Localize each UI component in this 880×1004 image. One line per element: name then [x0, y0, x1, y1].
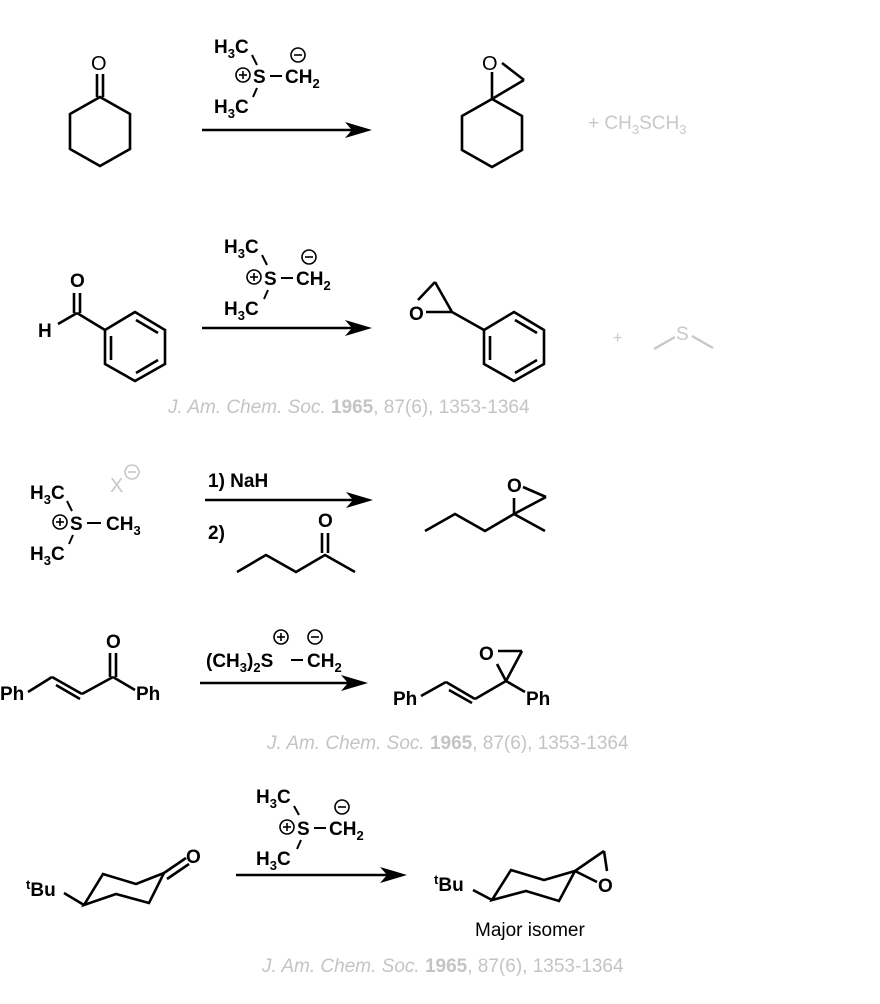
svg-text:H3C: H3C: [224, 237, 259, 261]
svg-text:H3C: H3C: [256, 787, 291, 811]
svg-text:O: O: [507, 476, 522, 497]
citation: J. Am. Chem. Soc. 1965, 87(6), 1353-1364: [167, 397, 530, 418]
epoxide-product: O: [424, 476, 547, 533]
svg-text:H3C: H3C: [224, 299, 259, 323]
svg-text:S: S: [264, 269, 277, 290]
spiro-epoxide-product: O: [460, 53, 525, 169]
svg-text:H3C: H3C: [256, 849, 291, 873]
svg-text:CH2: CH2: [285, 67, 320, 91]
svg-text:Ph: Ph: [0, 684, 24, 705]
tert-butylcyclohexanone-structure: tBu O: [26, 847, 201, 908]
svg-text:H3C: H3C: [30, 544, 65, 568]
oxygen-label: O: [91, 53, 107, 75]
reaction-3: H3C S CH3 H3C X 1) NaH 2) O O: [30, 464, 547, 574]
sulfur-ylide-reagent: H3C S CH2 H3C: [214, 37, 320, 121]
svg-text:S: S: [70, 514, 83, 535]
svg-text:O: O: [409, 304, 424, 325]
svg-text:O: O: [318, 511, 333, 532]
condition-step-1: 1) NaH: [208, 471, 268, 492]
reaction-2: O H H3C S CH2 H3C O: [38, 237, 714, 418]
svg-text:CH3: CH3: [106, 514, 141, 538]
svg-text:O: O: [70, 271, 85, 292]
svg-text:S: S: [676, 324, 689, 345]
styrene-oxide-product: O: [409, 281, 546, 383]
svg-text:Ph: Ph: [526, 689, 550, 710]
svg-text:CH2: CH2: [329, 819, 364, 843]
byproduct-dimethyl-sulfide: + S: [613, 324, 714, 351]
pentanone-structure: O: [236, 511, 356, 574]
cyclohexanone-structure: O: [68, 53, 132, 168]
svg-text:tBu: tBu: [26, 877, 56, 901]
svg-text:(CH3)2S: (CH3)2S: [206, 651, 273, 675]
ylide-reagent: (CH3)2S CH2: [206, 629, 342, 675]
svg-text:O: O: [106, 632, 121, 653]
condition-step-2: 2): [208, 523, 225, 544]
reaction-arrow: [202, 122, 372, 138]
reaction-5: tBu O H3C S CH2 H3C tBu: [26, 787, 624, 977]
svg-text:H3C: H3C: [30, 483, 65, 507]
reaction-arrow: [236, 867, 407, 883]
svg-text:tBu: tBu: [434, 872, 464, 896]
svg-text:O: O: [598, 876, 613, 897]
citation: J. Am. Chem. Soc. 1965, 87(6), 1353-1364: [261, 956, 624, 977]
svg-text:CH2: CH2: [307, 651, 342, 675]
svg-text:S: S: [297, 819, 310, 840]
svg-text:O: O: [482, 53, 498, 75]
svg-text:H: H: [38, 321, 52, 342]
reaction-arrow: [200, 675, 368, 691]
svg-text:Ph: Ph: [393, 689, 417, 710]
svg-text:+ CH3SCH3: + CH3SCH3: [588, 113, 686, 137]
benzaldehyde-structure: O H: [38, 271, 167, 383]
reaction-1: O H3C S CH2 H3C O + CH3SCH3: [68, 37, 686, 169]
svg-text:+: +: [613, 330, 622, 347]
citation: J. Am. Chem. Soc. 1965, 87(6), 1353-1364: [266, 733, 629, 754]
reaction-arrow: [205, 492, 373, 508]
chalcone-structure: Ph O Ph: [0, 632, 160, 705]
trimethylsulfonium-salt: H3C S CH3 H3C X: [30, 464, 141, 568]
sulfur-ylide-reagent: H3C S CH2 H3C: [224, 237, 331, 323]
svg-text:O: O: [479, 644, 494, 665]
byproduct-dimethyl-sulfide: + CH3SCH3: [588, 113, 686, 137]
svg-text:H3C: H3C: [214, 97, 249, 121]
major-isomer-caption: Major isomer: [475, 920, 585, 941]
svg-text:S: S: [253, 67, 266, 88]
sulfur-ylide-reagent: H3C S CH2 H3C: [256, 787, 364, 873]
spiro-epoxide-product: tBu O: [434, 849, 613, 903]
reaction-arrow: [202, 320, 372, 336]
svg-text:Ph: Ph: [136, 684, 160, 705]
svg-text:X: X: [110, 475, 123, 497]
svg-text:H3C: H3C: [214, 37, 249, 61]
svg-text:O: O: [186, 847, 201, 868]
vinyl-epoxide-product: Ph O Ph: [393, 644, 550, 710]
svg-text:CH2: CH2: [296, 269, 331, 293]
reaction-4: Ph O Ph (CH3)2S CH2 Ph: [0, 629, 629, 754]
